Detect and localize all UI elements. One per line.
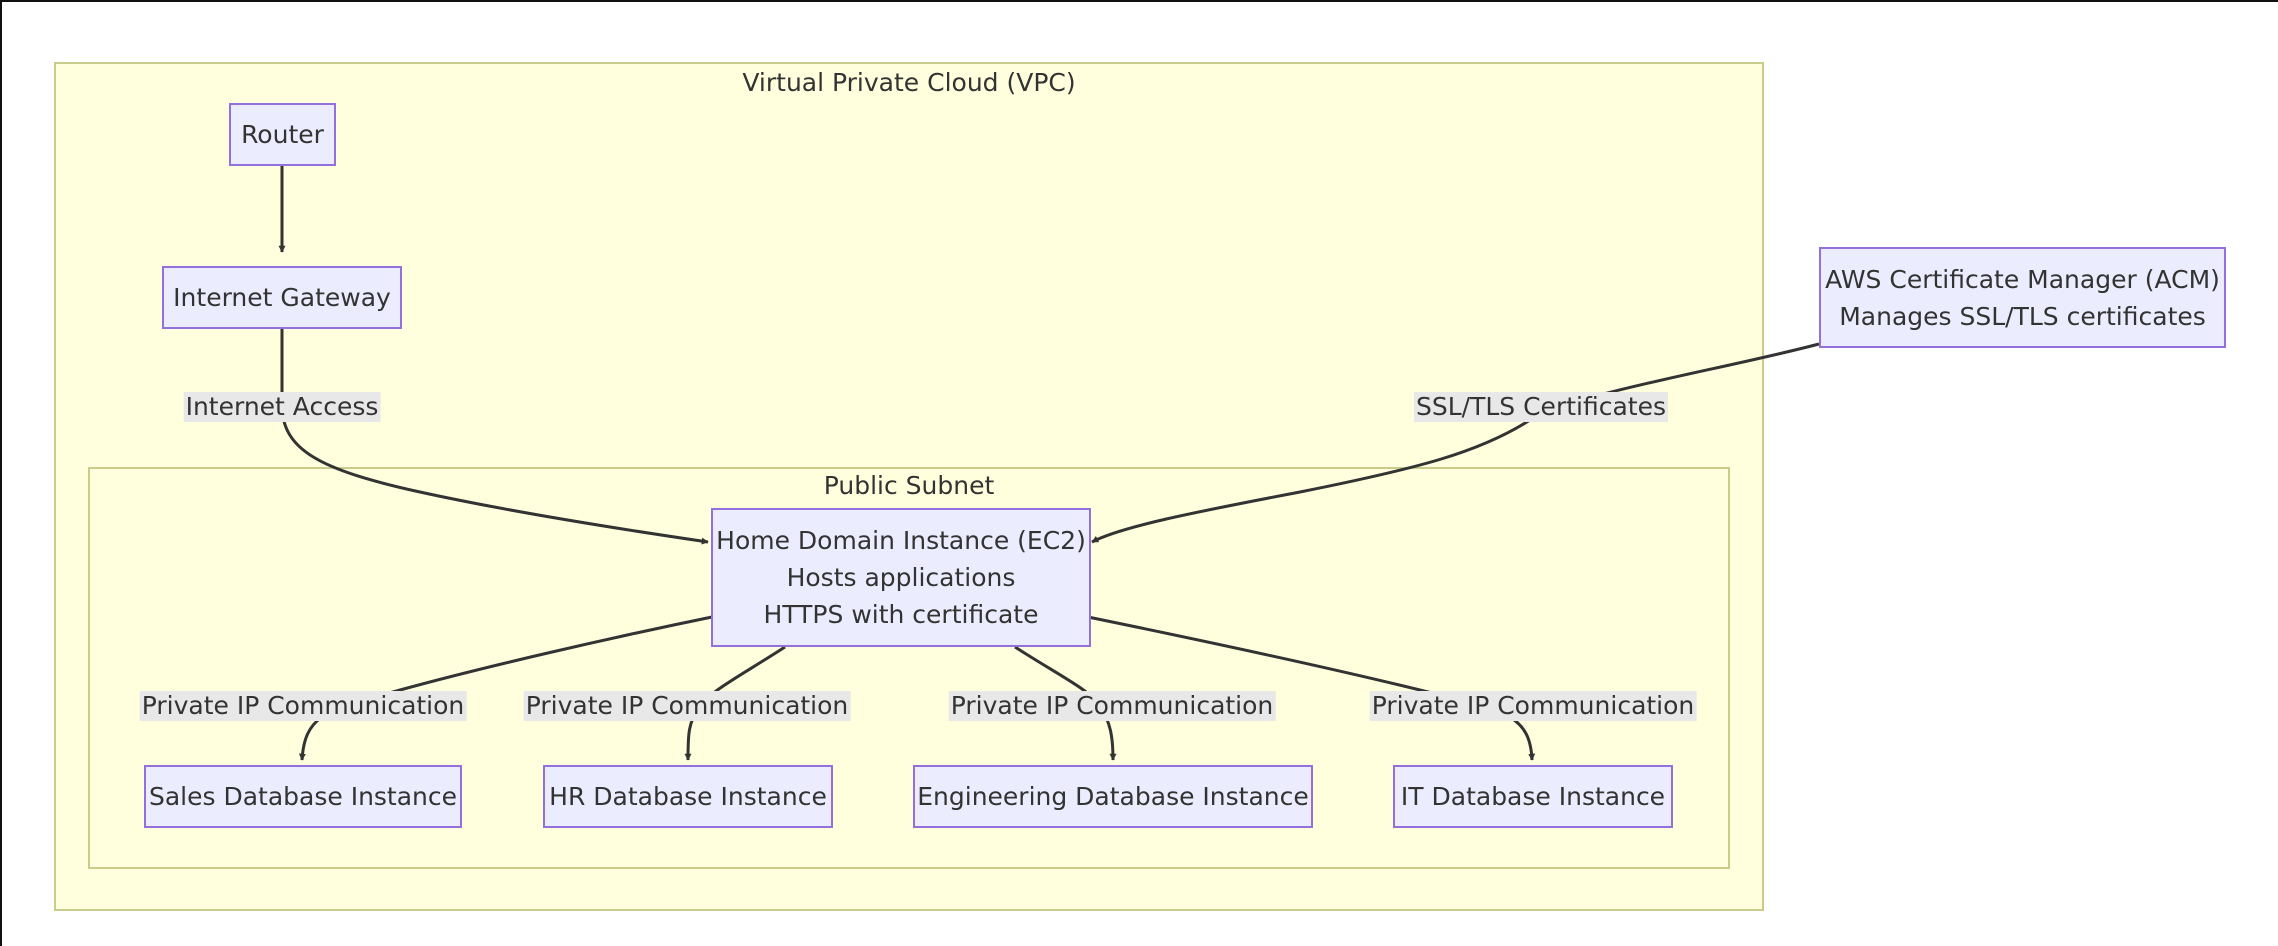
acm-description: Manages SSL/TLS certificates — [1839, 301, 2206, 331]
edge-label-to-hr: Private IP Communication — [523, 691, 851, 721]
ec2-title: Home Domain Instance (EC2) — [716, 526, 1086, 555]
router-label: Router — [241, 120, 324, 149]
edge-label-internet-access: Internet Access — [183, 392, 381, 422]
sales-db-node: Sales Database Instance — [144, 765, 462, 828]
public-subnet-title: Public Subnet — [823, 471, 995, 500]
internet-gateway-node: Internet Gateway — [162, 266, 402, 329]
edge-ec2-it — [1087, 615, 1536, 761]
acm-title: AWS Certificate Manager (ACM) — [1825, 264, 2220, 294]
router-node: Router — [229, 103, 336, 166]
sales-db-label: Sales Database Instance — [148, 782, 458, 811]
edge-label-to-it: Private IP Communication — [1369, 691, 1697, 721]
hr-db-label: HR Database Instance — [549, 782, 827, 811]
edge-label-ssl-tls: SSL/TLS Certificates — [1414, 392, 1668, 422]
edge-label-to-sales: Private IP Communication — [139, 691, 467, 721]
ec2-node: Home Domain Instance (EC2) Hosts applica… — [711, 508, 1091, 647]
edge-label-to-engineering: Private IP Communication — [948, 691, 1276, 721]
edge-ec2-sales — [298, 615, 713, 761]
hr-db-node: HR Database Instance — [543, 765, 833, 828]
edge-gateway-ec2 — [280, 329, 709, 545]
internet-gateway-label: Internet Gateway — [173, 283, 391, 312]
it-db-label: IT Database Instance — [1400, 782, 1666, 811]
engineering-db-label: Engineering Database Instance — [917, 782, 1309, 811]
vpc-cluster-title: Virtual Private Cloud (VPC) — [742, 68, 1076, 97]
it-db-node: IT Database Instance — [1393, 765, 1673, 828]
edge-acm-ec2 — [1091, 342, 1820, 544]
ec2-line-2: Hosts applications — [786, 563, 1016, 592]
engineering-db-node: Engineering Database Instance — [913, 765, 1313, 828]
ec2-line-3: HTTPS with certificate — [763, 600, 1039, 629]
acm-node: AWS Certificate Manager (ACM) Manages SS… — [1819, 247, 2226, 348]
